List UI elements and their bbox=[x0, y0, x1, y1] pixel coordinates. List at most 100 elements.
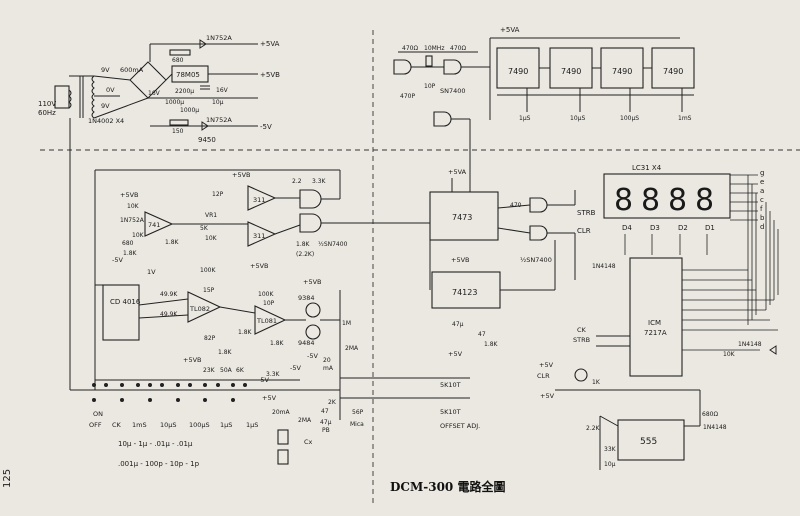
counter-ic-4 bbox=[651, 47, 695, 89]
tap-100us-label: 100μS bbox=[620, 115, 639, 122]
ma2-label: 2MA bbox=[298, 417, 312, 424]
r499k-a-label: 49.9K bbox=[160, 291, 178, 298]
crystal-label: 10MHz bbox=[424, 45, 444, 52]
digit-1: 8 bbox=[695, 183, 714, 218]
digit-3: 8 bbox=[641, 183, 660, 218]
analog-rail-b2-label: +5VB bbox=[232, 171, 251, 179]
digit-d3-label: D3 bbox=[650, 224, 660, 232]
r22k-display-label: 2.2K bbox=[586, 425, 601, 432]
gate-half-label: ½SN7400 bbox=[318, 241, 348, 248]
rail-va-label: +5VA bbox=[260, 40, 280, 48]
r18k-e-label: 1.8K bbox=[270, 340, 285, 347]
current-label: 600mA bbox=[120, 66, 144, 74]
cd-neg5-label: -5V bbox=[307, 352, 318, 360]
ma20-label: 20mA bbox=[272, 409, 290, 416]
pot-a-label: 5K10T bbox=[440, 381, 461, 389]
r10k-b-label: 10K bbox=[132, 232, 145, 239]
r18k-a-label: 1.8K bbox=[123, 250, 138, 257]
nand-osc-1 bbox=[393, 59, 412, 75]
nand-strb bbox=[529, 197, 548, 213]
cd-rail-label: 1V bbox=[147, 268, 156, 276]
opamp-tl081 bbox=[254, 305, 287, 335]
c10p-label: 10P bbox=[263, 300, 275, 307]
seg-e-label: e bbox=[760, 178, 764, 186]
r10k-display-label: 10K bbox=[723, 351, 736, 358]
counter-ic-3-label: 7490 bbox=[612, 67, 632, 76]
cur2ma-label: 2MA bbox=[345, 345, 359, 352]
r18k-f-label: 1.8K bbox=[218, 349, 233, 356]
ic-icm7217a bbox=[629, 257, 683, 377]
ma-label: mA bbox=[323, 365, 334, 372]
resistor-150 bbox=[169, 119, 189, 126]
diode-r-label: 1N4148 bbox=[738, 341, 762, 348]
counter-ic-1-label: 7490 bbox=[508, 67, 528, 76]
r33k-label: 3.3K bbox=[312, 178, 327, 185]
r18k-logic-label: 1.8K bbox=[484, 341, 499, 348]
pb-label: PB bbox=[322, 427, 330, 434]
icm-plus5v-b-label: +5V bbox=[540, 392, 555, 400]
switch-on-label: ON bbox=[93, 410, 103, 418]
r6k-label: 6K bbox=[236, 367, 245, 374]
timer-555 bbox=[617, 419, 685, 461]
range-row-1-label: 10μ - 1μ - .01μ - .01μ bbox=[118, 440, 193, 448]
r100k-label: 100K bbox=[200, 267, 216, 274]
cd-rail5vb-label: +5VB bbox=[303, 278, 322, 286]
r680-display-label: 680Ω bbox=[702, 411, 718, 418]
counter-ic-3 bbox=[600, 47, 644, 89]
analog-zener-label: 1N752A bbox=[120, 217, 145, 224]
monostable-label: 74123 bbox=[452, 288, 477, 297]
osc-c1-label: 10P bbox=[424, 83, 436, 90]
timebase-section: +5VA 470Ω 10MHz 470Ω 10P 470P SN7400 749… bbox=[393, 26, 695, 190]
diode-top-label: 1N4148 bbox=[592, 263, 616, 270]
mains-plug bbox=[54, 85, 70, 109]
switch-row bbox=[92, 383, 247, 402]
transformer bbox=[68, 75, 95, 119]
r150-label: 150 bbox=[172, 128, 184, 135]
rail-vb-label: +5VB bbox=[260, 71, 280, 79]
switch-t1-label: 1mS bbox=[132, 421, 147, 429]
q1-label: 9384 bbox=[298, 294, 315, 302]
nand-clr bbox=[529, 225, 548, 241]
power-supply-section: 110V 60Hz 9V 600mA 0V 9V 1N4002 X4 16V 1… bbox=[38, 34, 280, 390]
r470-logic-label: 470 bbox=[510, 202, 522, 209]
v16-a-label: 16V bbox=[148, 90, 161, 97]
c56p-label: 56P bbox=[352, 409, 364, 416]
mains-voltage-label: 110V bbox=[38, 100, 56, 108]
r1m-label: 1M bbox=[342, 320, 351, 327]
r499k-b-label: 49.9K bbox=[160, 311, 178, 318]
r680-analog-label: 680 bbox=[122, 240, 134, 247]
offset-adj-label: OFFSET ADJ. bbox=[440, 422, 480, 430]
switch-bank: ON OFF CK 1mS 10μS 100μS 1μS 1μS +5V 5K1… bbox=[70, 377, 480, 468]
seg-g-label: g bbox=[760, 169, 764, 177]
cd-rail5vb2-label: +5VB bbox=[183, 356, 202, 364]
mains-freq-label: 60Hz bbox=[38, 109, 56, 117]
display-label: LC31 X4 bbox=[632, 164, 662, 172]
cd-neg5b-label: -5V bbox=[290, 364, 301, 372]
seg-b-label: b bbox=[760, 214, 765, 222]
nand-latch-a bbox=[299, 189, 322, 209]
c47-label: 47 bbox=[321, 408, 329, 415]
c10u-label: 10μ bbox=[604, 461, 616, 468]
analog-section: +5VB +5VB -5V 1N752A 10K 680 10K 1.8K 1.… bbox=[94, 169, 430, 390]
opamp-tl082 bbox=[187, 291, 222, 323]
switch-off-label: OFF bbox=[89, 421, 102, 429]
opamp-741-label: 741 bbox=[148, 221, 160, 229]
r47-label: 47 bbox=[478, 331, 486, 338]
diode-right-icon bbox=[769, 345, 777, 355]
zener-top-icon bbox=[199, 39, 207, 49]
r50a-label: 50A bbox=[220, 367, 233, 374]
nand-latch-b bbox=[299, 213, 322, 233]
comparator-311-a bbox=[247, 185, 277, 211]
transistor-q2-icon bbox=[305, 324, 321, 340]
flipflop-label: 7473 bbox=[452, 213, 472, 222]
r10k-c-label: 10K bbox=[205, 235, 218, 242]
segment-bus bbox=[624, 174, 779, 325]
resistor-680 bbox=[169, 49, 191, 56]
cmp-a-label: 311 bbox=[253, 196, 265, 204]
logic-rail-b-label: +5VB bbox=[451, 256, 470, 264]
comparator-311-b bbox=[247, 221, 277, 247]
r18k-d-label: 1.8K bbox=[238, 329, 253, 336]
r18k-b-label: 1.8K bbox=[165, 239, 180, 246]
r22-label: 2.2 bbox=[292, 178, 302, 185]
